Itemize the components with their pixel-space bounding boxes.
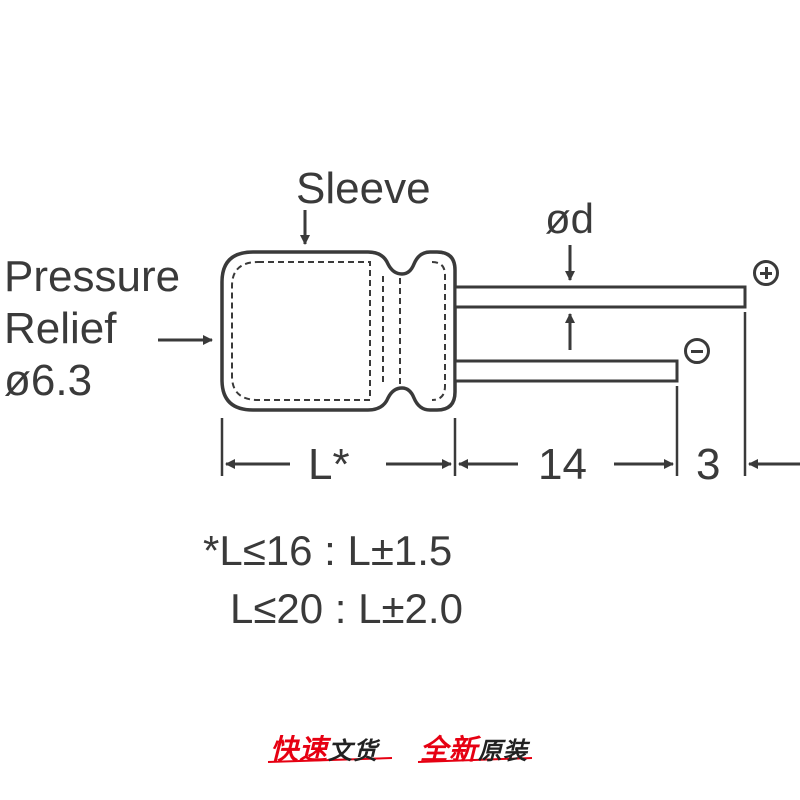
lead-diameter-label: ød — [545, 195, 595, 242]
length-label: L* — [308, 440, 350, 489]
lead-length-label: 14 — [538, 440, 587, 489]
positive-polarity-icon — [753, 260, 779, 286]
sleeve-label: Sleeve — [296, 164, 431, 213]
footer-slogan-left: 快速 文货 — [270, 728, 378, 768]
footer-part2: 文货 — [328, 736, 379, 765]
negative-lead — [453, 359, 679, 383]
footer-underline-right — [417, 757, 533, 763]
sleeve-end-dash — [431, 261, 446, 401]
footer-part4: 原装 — [478, 736, 529, 765]
tolerance-note-2: L≤20 : L±2.0 — [230, 585, 463, 632]
negative-polarity-icon — [684, 338, 710, 364]
capacitor-body — [220, 250, 457, 412]
footer-slogan-right: 全新 原装 — [420, 728, 528, 768]
sleeve-outline — [231, 261, 371, 401]
footer-underline-left — [267, 757, 393, 763]
relief-label: Relief — [4, 304, 117, 353]
body-diameter-label: ø6.3 — [4, 356, 93, 405]
positive-lead — [453, 285, 747, 309]
lead-offset-label: 3 — [696, 440, 721, 489]
pressure-label: Pressure — [4, 252, 181, 301]
tolerance-note-1: *L≤16 : L±1.5 — [203, 527, 453, 574]
footer-part3: 全新 — [420, 733, 479, 766]
footer-part1: 快速 — [270, 733, 329, 766]
